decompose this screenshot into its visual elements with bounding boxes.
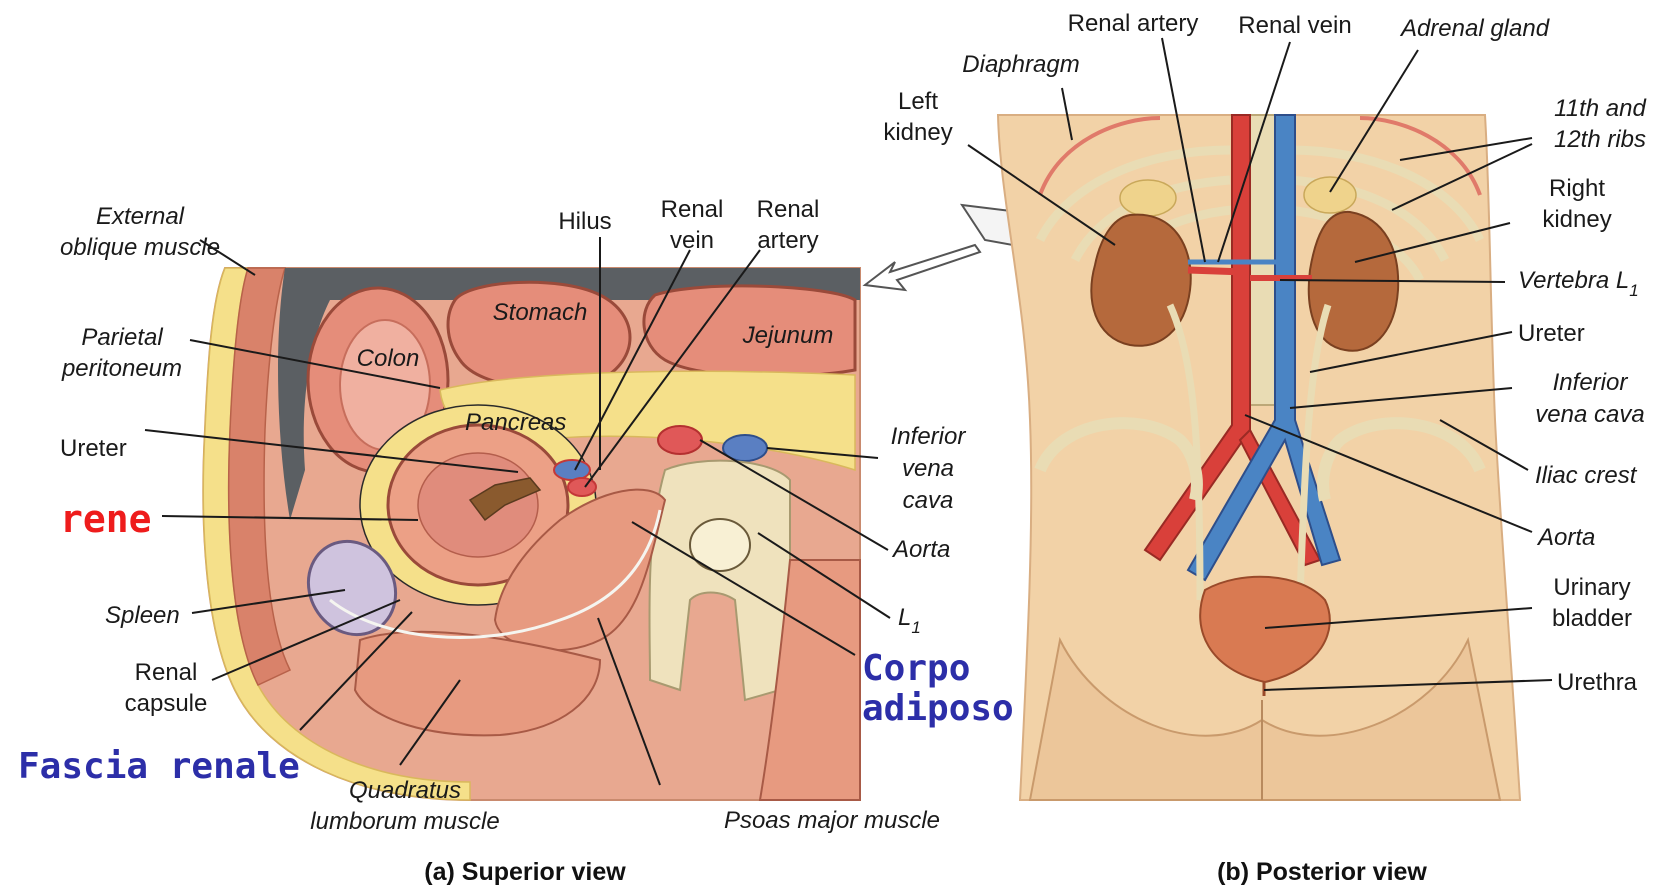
aorta-section xyxy=(658,426,702,454)
annotation-fascia-renale: Fascia renale xyxy=(18,746,300,787)
label-hilus: Hilus xyxy=(558,208,611,235)
label-jejunum: Jejunum xyxy=(742,322,834,349)
renal-artery-b xyxy=(1188,270,1245,272)
label-renal-artery-b: Renal artery xyxy=(1068,10,1199,37)
label-ureter-a: Ureter xyxy=(60,435,127,462)
label-l1-a: L1 xyxy=(898,604,921,637)
label-pancreas: Pancreas xyxy=(465,409,566,436)
label-renal-vein-b: Renal vein xyxy=(1238,12,1351,39)
spinal-canal xyxy=(690,519,750,571)
label-diaphragm: Diaphragm xyxy=(962,51,1079,78)
label-spleen: Spleen xyxy=(105,602,180,629)
renal-artery-section xyxy=(568,478,596,496)
label-iliac: Iliac crest xyxy=(1535,462,1638,489)
annotation-rene: rene xyxy=(60,497,152,541)
label-adrenal: Adrenal gland xyxy=(1399,15,1550,42)
renal-vein-section xyxy=(554,460,590,480)
label-aorta-b: Aorta xyxy=(1536,524,1595,551)
label-colon: Colon xyxy=(357,345,420,372)
label-urethra: Urethra xyxy=(1557,669,1638,696)
caption-panel-b: (b) Posterior view xyxy=(1217,858,1427,886)
label-stomach: Stomach xyxy=(493,299,588,326)
label-aorta-a: Aorta xyxy=(891,536,950,563)
caption-panel-a: (a) Superior view xyxy=(424,858,626,886)
label-psoas: Psoas major muscle xyxy=(724,807,940,834)
label-ureter-b: Ureter xyxy=(1518,320,1585,347)
adrenal-left xyxy=(1120,180,1176,216)
label-vertebra: Vertebra L1 xyxy=(1518,267,1639,300)
adrenal-right xyxy=(1304,177,1356,213)
